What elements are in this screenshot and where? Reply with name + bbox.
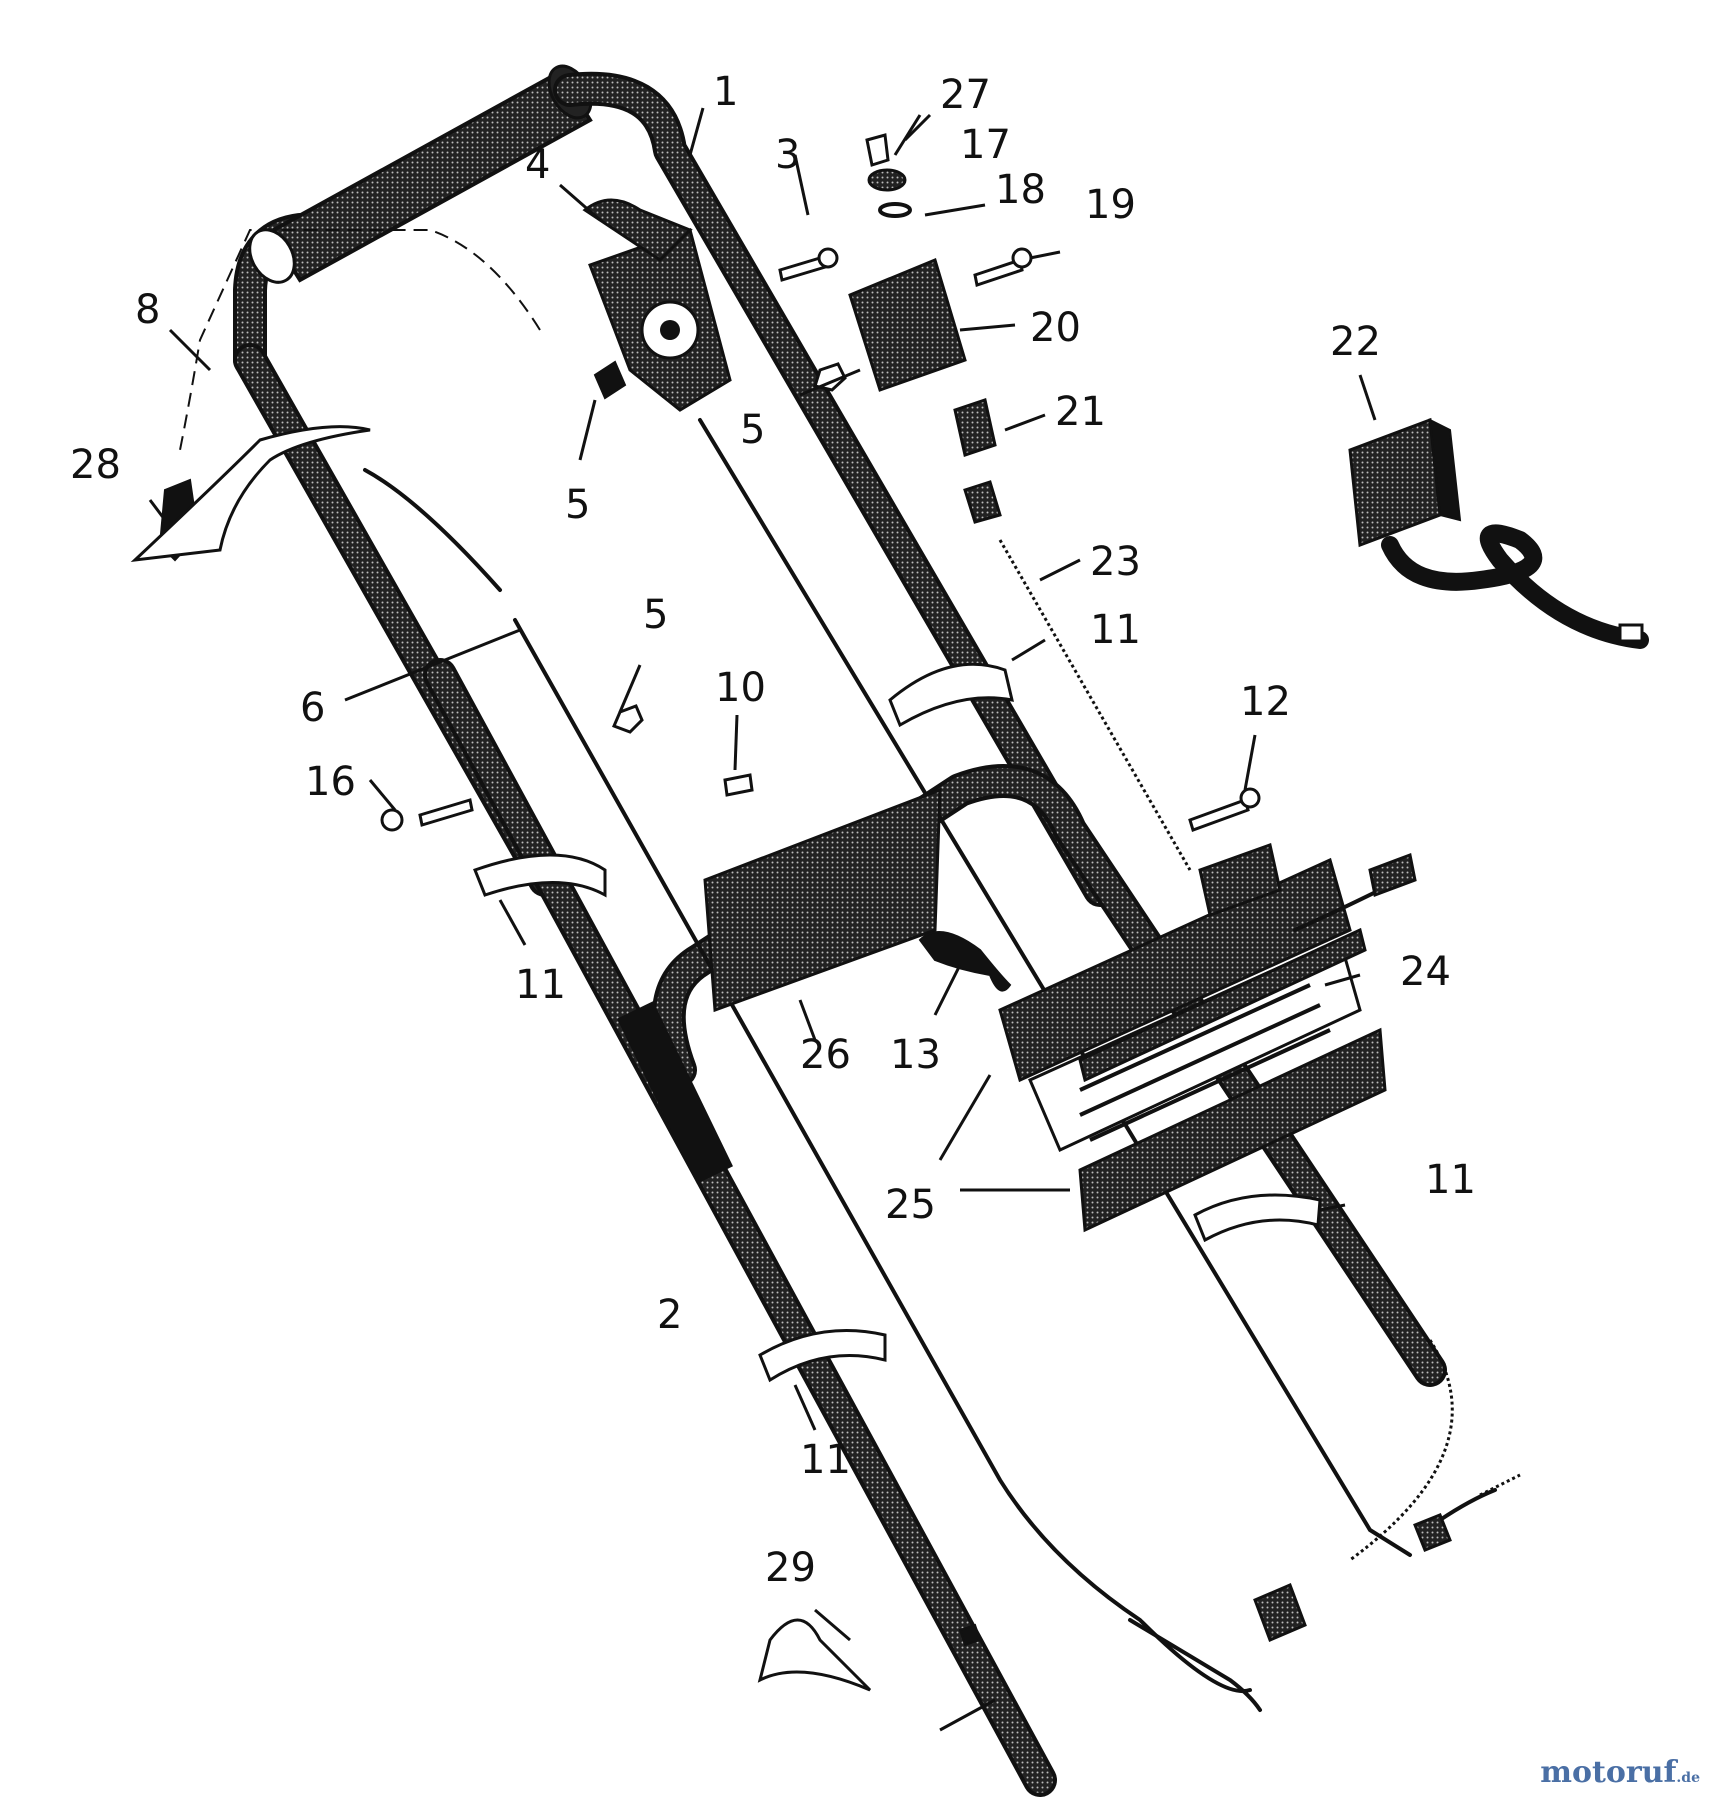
callout-2: 2 xyxy=(657,1292,683,1338)
callout-8: 8 xyxy=(135,287,161,333)
callout-18: 18 xyxy=(995,167,1046,213)
callout-29: 29 xyxy=(765,1545,816,1591)
callout-13: 13 xyxy=(890,1032,941,1078)
callout-6: 6 xyxy=(300,685,326,731)
callout-23: 23 xyxy=(1090,539,1141,585)
callout-28: 28 xyxy=(70,442,121,488)
ignition-switch-parts xyxy=(848,133,1002,524)
watermark-logo: motoruf.de xyxy=(1540,1755,1700,1790)
callout-21: 21 xyxy=(1055,389,1106,435)
callout-20: 20 xyxy=(1030,305,1081,351)
callout-11-d: 11 xyxy=(800,1437,851,1483)
bracket-part28 xyxy=(130,425,371,563)
leader-lines xyxy=(148,107,1377,1732)
callout-25: 25 xyxy=(885,1182,936,1228)
callout-22: 22 xyxy=(1330,319,1381,365)
bolt-and-pin xyxy=(757,1618,982,1692)
harness-connectors xyxy=(1128,1473,1521,1712)
callout-5-a: 5 xyxy=(565,482,591,528)
callout-5-c: 5 xyxy=(643,592,669,638)
callout-24: 24 xyxy=(1400,949,1451,995)
callout-12: 12 xyxy=(1240,679,1291,725)
callout-5-b: 5 xyxy=(740,407,766,453)
callout-16: 16 xyxy=(305,759,356,805)
callout-17: 17 xyxy=(960,122,1011,168)
control-plate-part4 xyxy=(582,198,732,412)
cable-ties-part11 xyxy=(473,662,1322,1383)
cover-panel-part26 xyxy=(703,787,942,1013)
callout-26: 26 xyxy=(800,1032,851,1078)
callout-11-b: 11 xyxy=(515,962,566,1008)
battery-charger-part22 xyxy=(1348,417,1649,649)
callout-4: 4 xyxy=(525,142,551,188)
callout-19: 19 xyxy=(1085,182,1136,228)
callout-11-a: 11 xyxy=(1090,607,1141,653)
watermark-suffix: .de xyxy=(1676,1770,1700,1786)
callout-10: 10 xyxy=(715,665,766,711)
screws xyxy=(380,247,1261,832)
battery-pack-part24 xyxy=(998,843,1417,1233)
callout-3: 3 xyxy=(775,132,801,178)
callout-11-c: 11 xyxy=(1425,1157,1476,1203)
callout-1: 1 xyxy=(713,69,739,115)
control-cables xyxy=(179,229,1454,1694)
callout-27: 27 xyxy=(940,72,991,118)
watermark-text: motoruf xyxy=(1540,1755,1677,1790)
knob-part13 xyxy=(918,931,1012,992)
